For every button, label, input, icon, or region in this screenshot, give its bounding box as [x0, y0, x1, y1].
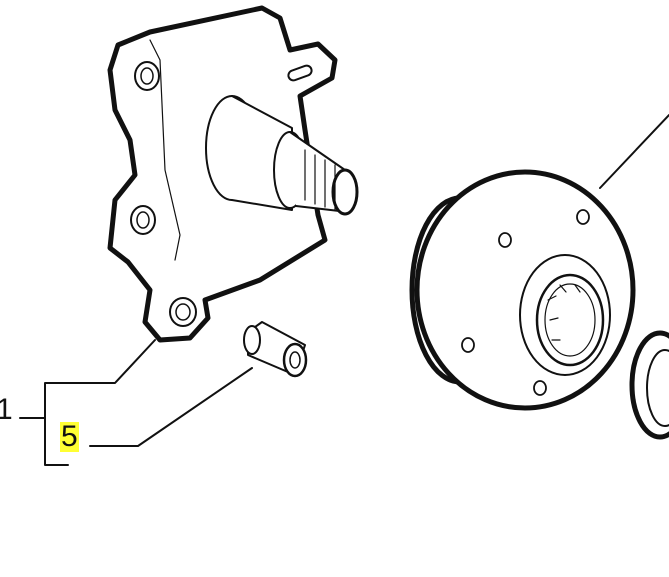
leader-hub: [599, 114, 669, 189]
seal-ring: [629, 330, 669, 440]
leader-5: [89, 367, 253, 447]
callout-1[interactable]: 1: [0, 393, 13, 426]
callout-5-highlighted[interactable]: 5: [60, 420, 79, 453]
stub-axle: [205, 95, 359, 216]
leader-lines: [19, 114, 669, 466]
leader-plate: [44, 339, 156, 466]
wheel-hub: [409, 169, 636, 411]
stud-bolt: [243, 321, 308, 378]
